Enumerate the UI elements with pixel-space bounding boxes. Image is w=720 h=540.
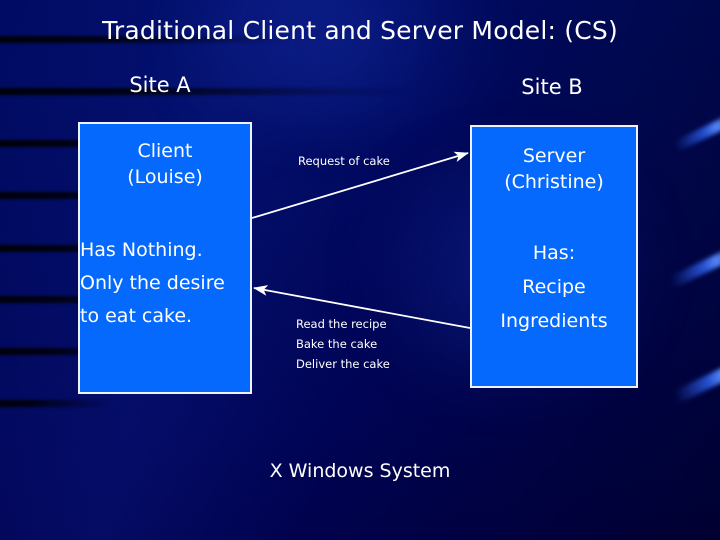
client-body-line3: to eat cake. bbox=[80, 305, 193, 327]
client-heading: Client (Louise) bbox=[80, 138, 250, 190]
server-box[interactable]: Server (Christine) Has: Recipe Ingredien… bbox=[470, 125, 638, 388]
server-body-line1: Has: bbox=[532, 242, 576, 264]
client-heading-line2: (Louise) bbox=[127, 166, 203, 188]
server-heading-line2: (Christine) bbox=[504, 171, 604, 193]
background-streak-1 bbox=[0, 36, 290, 43]
server-heading-line1: Server bbox=[522, 145, 586, 167]
response-step-3: Deliver the cake bbox=[296, 357, 390, 371]
response-arrow-label: Read the recipe Bake the cake Deliver th… bbox=[296, 314, 390, 374]
server-body: Has: Recipe Ingredients bbox=[472, 236, 636, 338]
client-box[interactable]: Client (Louise) Has Nothing. Only the de… bbox=[78, 122, 252, 394]
client-body: Has Nothing. Only the desire to eat cake… bbox=[80, 234, 270, 333]
background-streak-8 bbox=[0, 400, 110, 407]
site-a-label: Site A bbox=[129, 73, 191, 97]
footer-caption: X Windows System bbox=[269, 460, 451, 482]
client-heading-line1: Client bbox=[137, 140, 193, 162]
request-arrow-label: Request of cake bbox=[298, 154, 390, 168]
background-streak-2 bbox=[0, 88, 410, 95]
page-title: Traditional Client and Server Model: (CS… bbox=[102, 16, 618, 45]
client-body-line1: Has Nothing. bbox=[80, 239, 203, 261]
server-body-line3: Ingredients bbox=[500, 310, 608, 332]
response-step-1: Read the recipe bbox=[296, 317, 387, 331]
site-b-label: Site B bbox=[521, 75, 583, 99]
client-body-line2: Only the desire bbox=[80, 272, 225, 294]
server-body-line2: Recipe bbox=[522, 276, 586, 298]
response-step-2: Bake the cake bbox=[296, 337, 378, 351]
server-heading: Server (Christine) bbox=[472, 143, 636, 195]
